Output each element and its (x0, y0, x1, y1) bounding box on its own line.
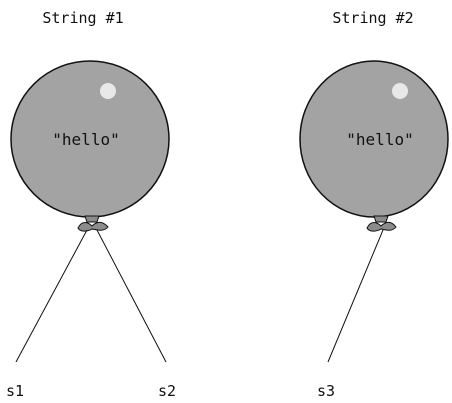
reference-line-s1 (15, 229, 88, 363)
balloon-2-highlight (392, 83, 408, 99)
reference-line-s3 (327, 229, 384, 363)
balloon-2-knot (366, 215, 397, 232)
balloon-2-title: String #2 (332, 9, 413, 27)
balloon-string-1: String #1 "hello" (10, 9, 170, 232)
reference-line-s2 (96, 229, 167, 363)
balloon-1-highlight (100, 83, 116, 99)
variable-label-s2: s2 (158, 382, 176, 400)
variable-label-s1: s1 (6, 382, 24, 400)
balloon-2-value: "hello" (346, 130, 413, 149)
balloon-1-value: "hello" (52, 130, 119, 149)
balloon-string-2: String #2 "hello" (299, 9, 449, 232)
variable-label-s3: s3 (317, 382, 335, 400)
balloon-1-knot (77, 215, 109, 232)
balloon-1-title: String #1 (42, 9, 123, 27)
